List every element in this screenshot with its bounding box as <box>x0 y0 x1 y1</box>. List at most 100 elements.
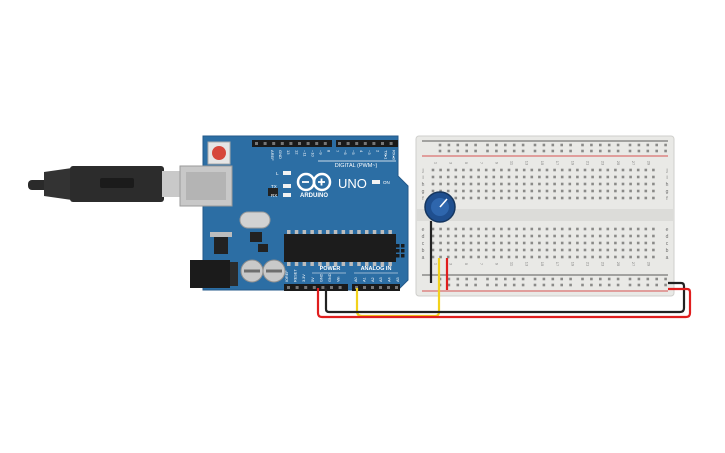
chip-pin <box>333 230 338 234</box>
breadboard-hole <box>614 196 617 200</box>
breadboard-hole <box>484 227 488 231</box>
breadboard-hole <box>431 189 435 193</box>
chip-pin <box>349 230 353 234</box>
breadboard-hole <box>530 248 534 252</box>
breadboard-hole <box>538 248 541 252</box>
breadboard-hole <box>515 248 518 252</box>
breadboard-hole <box>637 143 641 147</box>
breadboard-hole <box>446 182 450 186</box>
analog-header[interactable] <box>352 284 400 291</box>
breadboard-hole <box>504 149 507 153</box>
breadboard-hole <box>606 234 610 238</box>
icsp-pin <box>396 254 400 258</box>
breadboard-hole <box>469 234 473 238</box>
breadboard-hole <box>530 234 534 238</box>
breadboard-hole <box>607 283 611 287</box>
breadboard-hole <box>512 149 516 153</box>
breadboard-hole <box>522 241 526 245</box>
breadboard-hole <box>560 149 563 153</box>
atmega-chip <box>284 234 396 262</box>
breadboard-hole <box>469 241 473 245</box>
breadboard-hole <box>474 149 477 153</box>
breadboard-hole <box>581 143 584 147</box>
wire-red-5v[interactable] <box>316 287 692 319</box>
breadboard-hole <box>512 143 516 147</box>
breadboard-hole <box>629 227 632 231</box>
usb-cable[interactable] <box>28 166 184 202</box>
breadboard-hole <box>446 241 450 245</box>
column-number: 3 <box>449 263 454 266</box>
breadboard-hole <box>569 283 572 287</box>
breadboard-hole <box>629 196 632 200</box>
breadboard-hole <box>576 241 579 245</box>
breadboard-hole <box>538 175 541 179</box>
breadboard-hole <box>515 255 518 259</box>
breadboard-hole <box>655 149 658 153</box>
breadboard-hole <box>504 283 507 287</box>
breadboard-hole <box>616 283 620 287</box>
breadboard-hole <box>629 234 632 238</box>
header-hole <box>379 286 382 289</box>
column-number: 29 <box>646 262 651 267</box>
header-hole <box>312 286 316 289</box>
breadboard-hole <box>598 189 602 193</box>
breadboard-hole <box>507 182 511 186</box>
digital-header-right[interactable] <box>336 140 398 147</box>
header-hole <box>304 286 308 289</box>
breadboard-hole <box>590 149 593 153</box>
breadboard-hole <box>456 277 460 281</box>
breadboard-hole <box>477 175 480 179</box>
breadboard-hole <box>530 168 534 172</box>
row-letter: d <box>422 234 425 240</box>
breadboard-hole <box>628 149 632 153</box>
breadboard-hole <box>521 277 525 281</box>
digital-pin-label: TX▸1 <box>383 150 388 160</box>
breadboard-hole <box>606 168 610 172</box>
column-number: 27 <box>631 161 636 166</box>
breadboard-hole <box>477 182 480 186</box>
breadboard-hole <box>614 255 617 259</box>
breadboard-hole <box>560 168 564 172</box>
breadboard-hole <box>477 255 480 259</box>
breadboard-hole <box>512 283 516 287</box>
breadboard-hole <box>614 241 617 245</box>
breadboard-hole <box>530 175 534 179</box>
reset-button[interactable] <box>212 146 226 160</box>
breadboard-hole <box>560 248 564 252</box>
chip-pin <box>388 230 392 234</box>
breadboard-hole <box>560 189 564 193</box>
wire-black-gnd[interactable] <box>324 281 686 314</box>
potentiometer[interactable] <box>424 191 456 223</box>
breadboard-hole <box>538 196 541 200</box>
breadboard-hole <box>621 196 625 200</box>
breadboard-hole <box>500 234 503 238</box>
column-number: 13 <box>525 262 530 267</box>
breadboard-hole <box>591 234 594 238</box>
on-label: ON <box>383 180 390 185</box>
chip-pin <box>318 262 322 266</box>
usb-cable-wire <box>28 180 48 190</box>
breadboard-hole <box>484 182 488 186</box>
breadboard-hole <box>576 227 579 231</box>
power-header[interactable] <box>284 284 348 291</box>
smd-chip-3 <box>268 188 278 196</box>
usb-b-connector-inner <box>186 172 226 200</box>
breadboard-hole <box>598 175 602 179</box>
breadboard-hole <box>454 255 458 259</box>
breadboard-hole <box>598 168 602 172</box>
wires[interactable] <box>316 221 692 319</box>
column-number: 9 <box>494 162 499 165</box>
chip-pin <box>302 230 307 234</box>
power-label: POWER <box>320 266 341 272</box>
column-number: 25 <box>616 262 621 267</box>
breadboard-hole <box>538 168 541 172</box>
breadboard-hole <box>606 248 610 252</box>
digital-pin-label: AREF <box>270 150 275 161</box>
analog-pin-label: A2 <box>371 277 375 282</box>
column-number: 25 <box>616 161 621 166</box>
digital-pin-label: ~5 <box>351 150 356 155</box>
chip-pin <box>326 230 330 234</box>
